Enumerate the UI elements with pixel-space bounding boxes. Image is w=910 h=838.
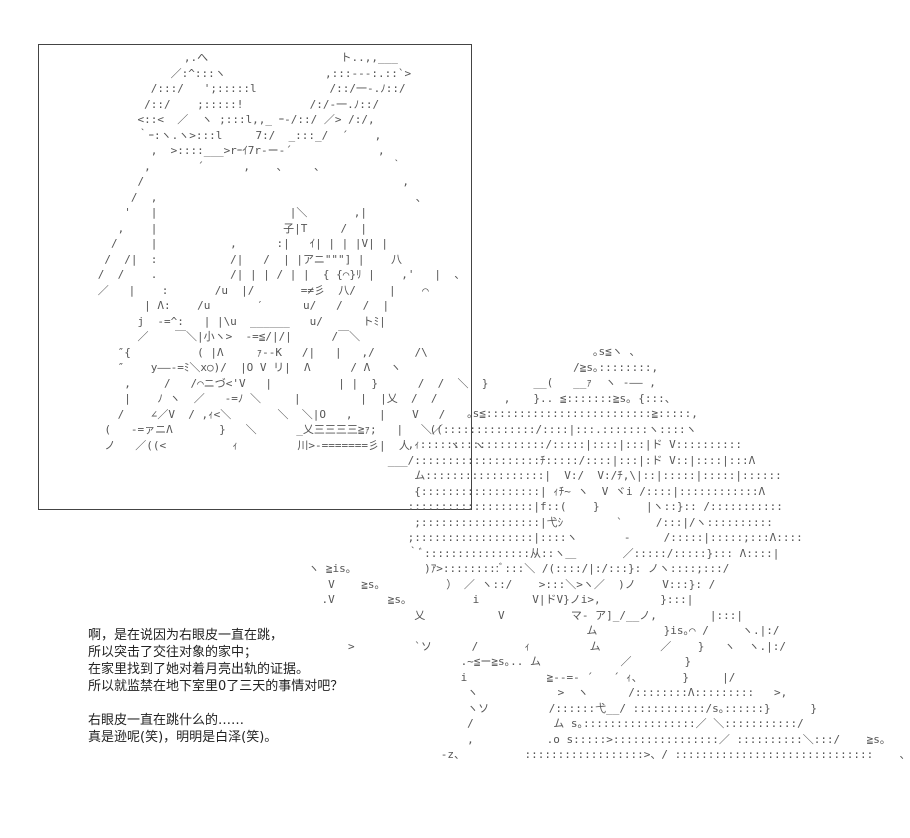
dialog-line: 所以就监禁在地下室里0了三天的事情对吧？: [88, 679, 344, 694]
dialog-line: 所以突击了交往对象的家中；: [88, 645, 258, 660]
dialog-line: 右眼皮一直在跳什么的……: [88, 713, 245, 728]
ascii-art-figure-left: ,.へ ト..,,___ ／:^:::ヽ ,:::-‐-:.::`> /:::/…: [97, 51, 511, 452]
dialog-line: 真是逊呢(笑)，明明是白泽(笑)。: [88, 730, 278, 745]
comic-panel-frame: [38, 44, 472, 510]
dialog-line: 在家里找到了她对着月亮出轨的证据。: [88, 662, 310, 677]
dialog-line: 啊，是在说因为右眼皮一直在跳，: [88, 628, 284, 643]
ascii-art-figure-right: ｡s≦ヽ 、 /≧s｡::::::::, __( __ｧ ヽ -―― , }..…: [308, 345, 906, 761]
dialog-text-block: 啊，是在说因为右眼皮一直在跳， 所以突击了交往对象的家中； 在家里找到了她对着月…: [88, 627, 343, 746]
dialog-line-spacer: [88, 695, 343, 712]
